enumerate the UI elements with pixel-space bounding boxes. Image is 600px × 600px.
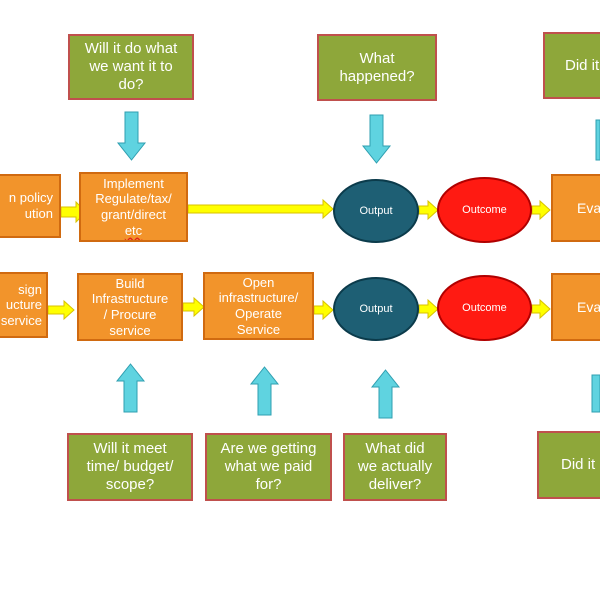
up-arrow-right [591,374,600,413]
implement-line-1: Implement [103,175,164,191]
down-arrow-happened [361,114,392,164]
flow-arrow-r1-c [531,199,551,221]
question-box-time-budget: Will it meet time/ budget/ scope? [67,433,193,501]
evaluate-box-row1: Eva [551,174,600,242]
output-oval-row2: Output [333,277,419,341]
question-box-delivered: What did we actually deliver? [343,433,447,501]
flow-arrow-r2-a [47,299,75,321]
flow-arrow-r2-d [418,298,439,320]
implement-etc: etc [124,222,143,238]
output-oval-row1: Output [333,179,419,243]
flow-arrow-r1-b [418,199,439,221]
build-box: Build Infrastructure / Procure service [77,273,183,341]
down-arrow-right [595,119,600,161]
flow-arrow-r2-b [182,296,205,318]
question-box-want: Will it do what we want it to do? [68,34,194,100]
up-arrow-time [115,363,146,413]
question-box-happened: What happened? [317,34,437,101]
implement-box: Implement Regulate/tax/ grant/direct etc [79,172,188,242]
flow-arrow-r2-e [531,298,551,320]
design-infrastructure-box: sign ucture service [0,272,48,338]
up-arrow-paid [249,366,280,416]
evaluate-box-row2: Eva [551,273,600,341]
design-policy-box: n policy ution [0,174,61,238]
open-infrastructure-box: Open infrastructure/ Operate Service [203,272,314,340]
outcome-oval-row2: Outcome [437,275,532,341]
down-arrow-want [116,111,147,161]
implement-line-2: Regulate/tax/ [95,191,172,207]
question-box-top-right: Did it [543,32,600,99]
outcome-oval-row1: Outcome [437,177,532,243]
question-box-paid-for: Are we getting what we paid for? [205,433,332,501]
up-arrow-delivered [370,369,401,419]
question-box-bottom-right: Did it [537,431,600,499]
flow-arrow-r1-long [187,198,334,220]
implement-line-3: grant/direct [100,207,167,222]
flow-arrow-r2-c [313,299,334,321]
